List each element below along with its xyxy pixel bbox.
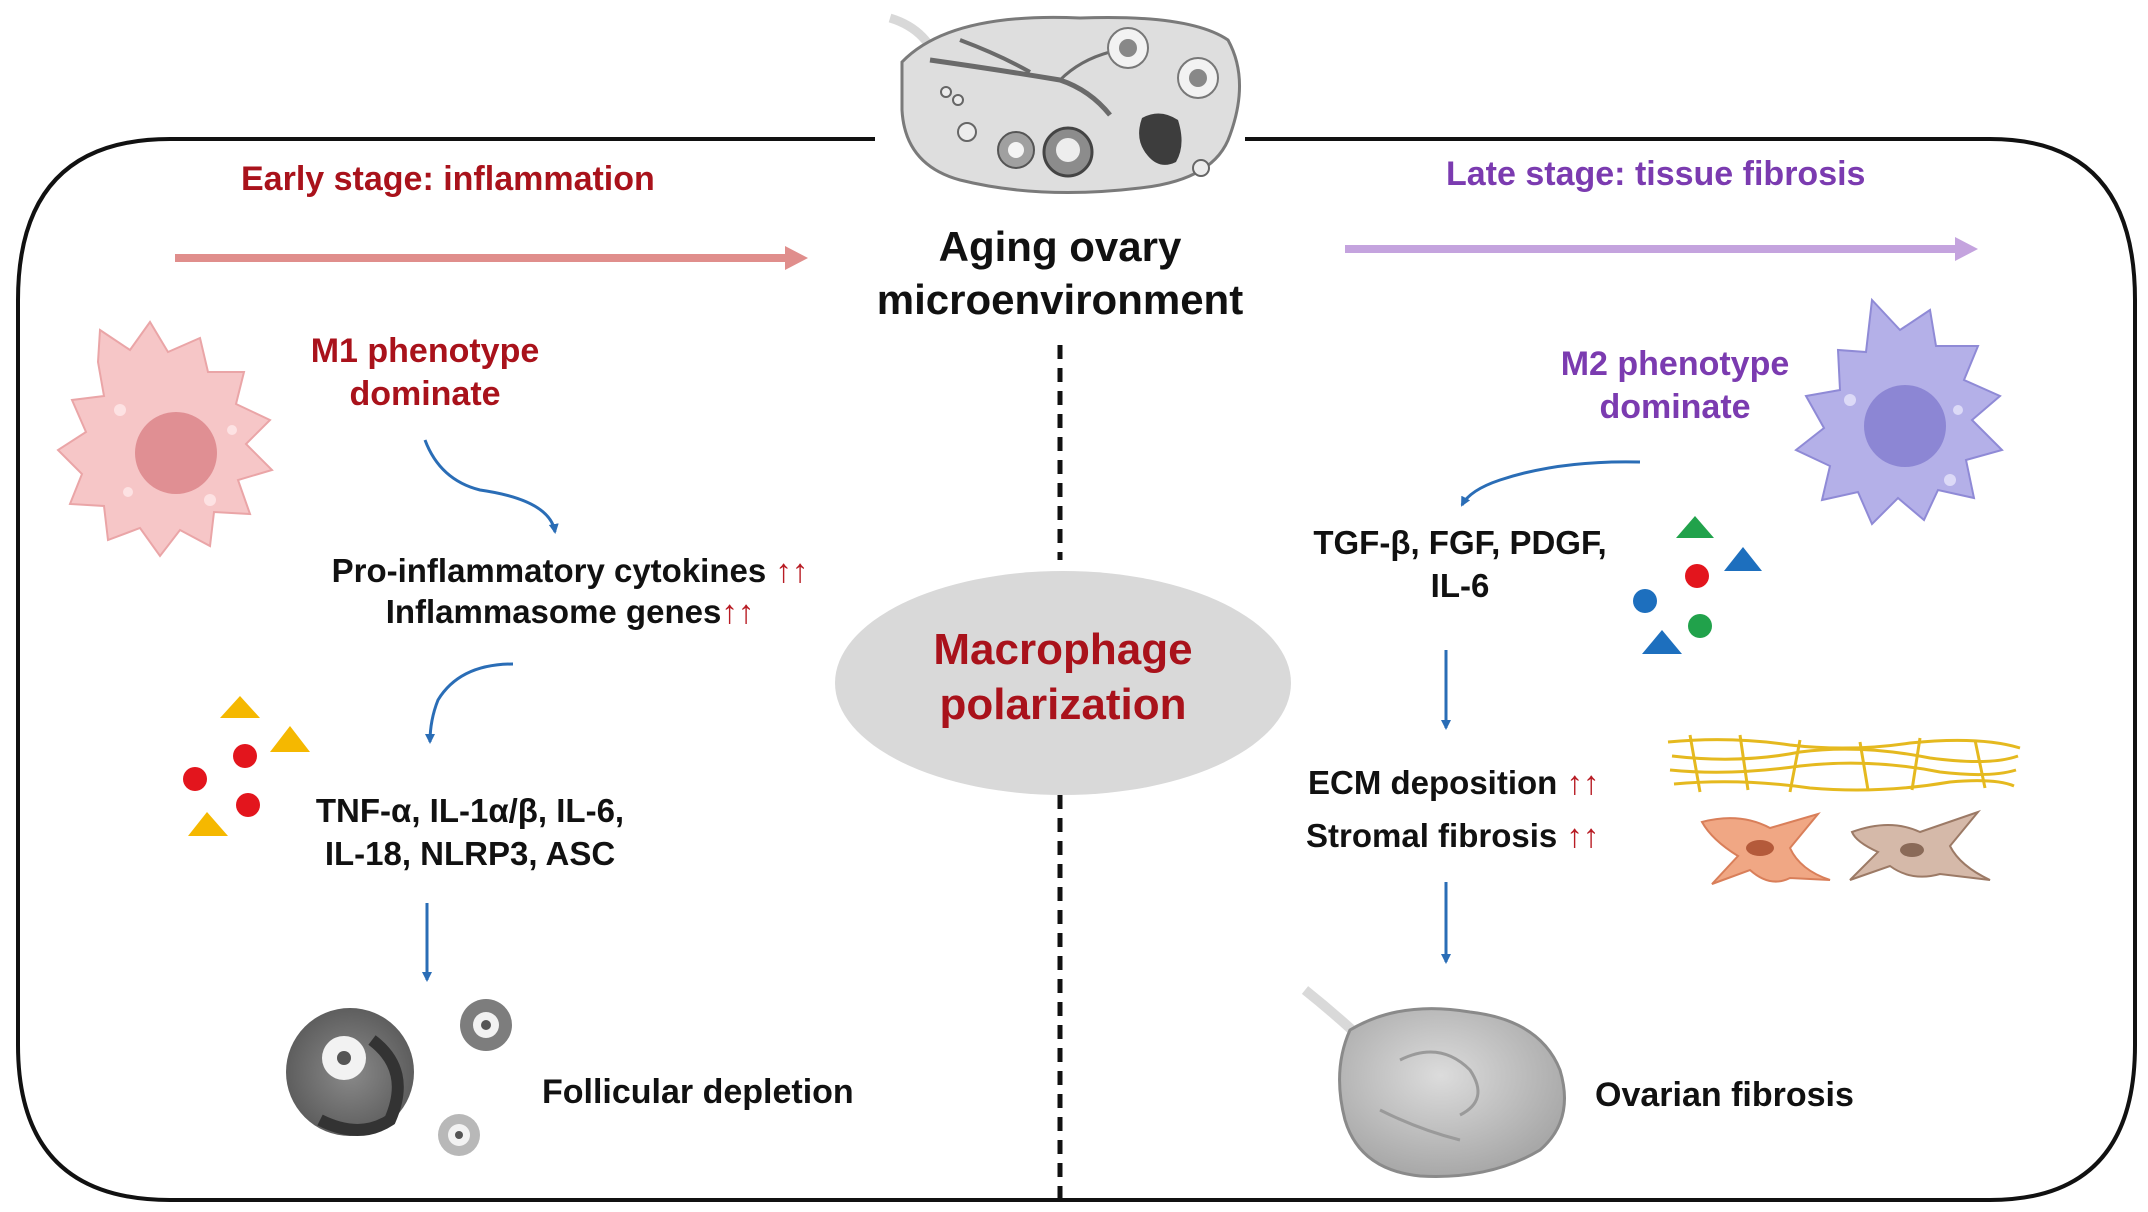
fibrotic-ovary-icon (1301, 986, 1566, 1178)
m2-phenotype-line1: M2 phenotype (1560, 345, 1790, 383)
fibroblast-icon (1700, 809, 1991, 885)
m1-markers: TNF-α, IL-1α/β, IL-6, IL-18, NLRP3, ASC (270, 790, 670, 876)
fiber-mesh-icon (1667, 734, 2021, 793)
early-stage-label: Early stage: inflammation (241, 160, 655, 198)
left-flow-arrow-2 (425, 662, 514, 744)
m1-phenotype-line1: M1 phenotype (310, 332, 540, 370)
center-title-line1: Aging ovary (938, 223, 1182, 270)
left-flow-arrow-1 (423, 439, 559, 534)
m1-phenotype-label: M1 phenotype dominate (280, 330, 570, 415)
ecm-deposition-text: ECM deposition (1308, 764, 1558, 801)
m2-phenotype-line2: dominate (1599, 387, 1751, 426)
center-title-line2: microenvironment (876, 275, 1244, 323)
late-stage-label: Late stage: tissue fibrosis (1446, 155, 1866, 193)
m2-macrophage-icon (1794, 297, 2004, 526)
stromal-fibrosis-text: Stromal fibrosis (1306, 817, 1558, 854)
early-stage-arrow (175, 246, 808, 270)
right-flow-arrow-1 (1460, 460, 1641, 507)
m1-markers-line2: IL-18, NLRP3, ASC (324, 834, 616, 872)
m2-factor-icons (1633, 516, 1762, 654)
m2-phenotype-label: M2 phenotype dominate (1530, 343, 1820, 428)
polarization-label: Macrophage polarization (868, 622, 1258, 732)
late-stage-arrow (1345, 237, 1978, 261)
m2-factors: TGF-β, FGF, PDGF, IL-6 (1290, 522, 1630, 608)
frame-border (16, 137, 2137, 1202)
stromal-fibrosis-arrows: ↑↑ (1566, 817, 1600, 854)
stromal-fibrosis-label: Stromal fibrosis ↑↑ (1306, 815, 1599, 856)
ecm-deposition-arrows: ↑↑ (1566, 764, 1600, 801)
m2-factors-line1: TGF-β, FGF, PDGF, (1313, 524, 1607, 561)
m2-factors-line2: IL-6 (1430, 566, 1490, 604)
polarization-line1: Macrophage (933, 625, 1193, 674)
m1-cytokine-icons (183, 696, 310, 836)
polarization-ellipse (835, 571, 1291, 795)
m1-phenotype-line2: dominate (349, 374, 501, 413)
cytokines-line2-arrows: ↑↑ (721, 593, 755, 631)
center-title: Aging ovary microenvironment (855, 221, 1265, 326)
cytokines-line2: Inflammasome genes (385, 593, 722, 631)
ecm-deposition-label: ECM deposition ↑↑ (1308, 762, 1600, 803)
cytokines-line1-arrows: ↑↑ (775, 552, 809, 589)
follicle-icon (286, 999, 512, 1156)
ovarian-fibrosis-label: Ovarian fibrosis (1595, 1076, 1854, 1114)
polarization-line2: polarization (939, 680, 1187, 729)
m1-markers-line1: TNF-α, IL-1α/β, IL-6, (315, 792, 625, 829)
cytokines-block: Pro-inflammatory cytokines ↑↑ Inflammaso… (260, 550, 880, 633)
ovary-icon (888, 13, 1242, 194)
m1-macrophage-icon (56, 320, 274, 558)
cytokines-line1: Pro-inflammatory cytokines (331, 552, 767, 589)
follicular-depletion-label: Follicular depletion (542, 1073, 854, 1111)
